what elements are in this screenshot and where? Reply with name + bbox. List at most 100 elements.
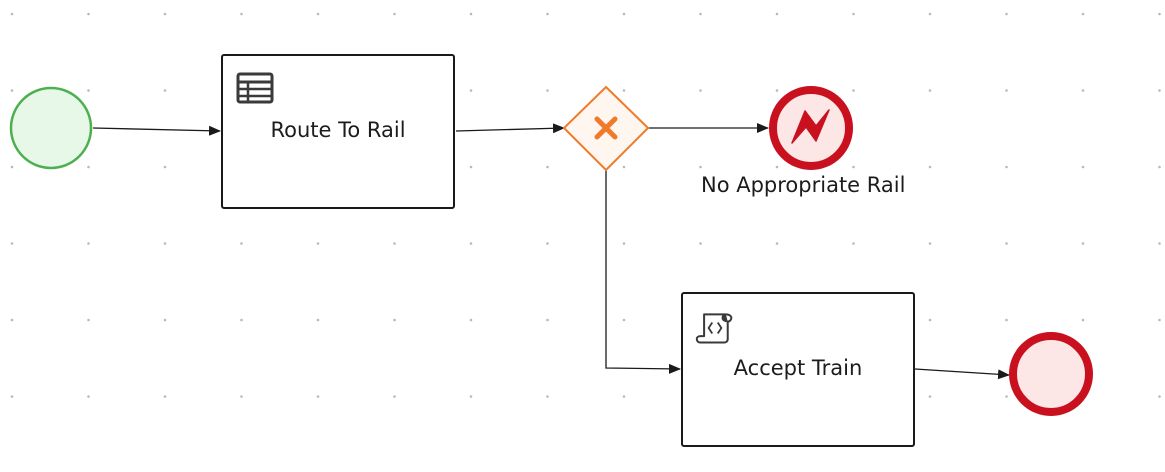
grid-dot xyxy=(87,395,90,398)
grid-dot xyxy=(928,395,932,398)
grid-dot xyxy=(622,165,626,169)
grid-dot xyxy=(622,318,626,322)
grid-dot xyxy=(469,165,473,169)
grid-dot xyxy=(1005,89,1008,92)
start-event[interactable] xyxy=(9,86,93,170)
grid-dot xyxy=(1158,318,1161,322)
grid-dot xyxy=(316,318,320,322)
grid-dot xyxy=(87,165,90,169)
grid-dot xyxy=(1158,12,1161,16)
grid-dot xyxy=(393,318,396,322)
grid-dot xyxy=(775,12,779,16)
grid-dot xyxy=(699,165,702,169)
grid-dot xyxy=(546,395,549,398)
grid-dot xyxy=(1081,12,1085,16)
grid-dot xyxy=(928,165,932,169)
error-end-event-label: No Appropriate Rail xyxy=(701,173,906,197)
grid-dot xyxy=(622,89,626,92)
grid-dot xyxy=(87,318,90,322)
grid-dot xyxy=(546,242,549,245)
grid-dot xyxy=(316,12,320,16)
task-route-to-rail[interactable]: Route To Rail xyxy=(221,54,455,209)
grid-dot xyxy=(316,242,320,245)
grid-dot xyxy=(87,242,90,245)
grid-dot xyxy=(87,12,90,16)
grid-dot xyxy=(10,12,14,16)
flow-route-to-gateway[interactable] xyxy=(455,123,565,134)
grid-dot xyxy=(469,395,473,398)
grid-dot xyxy=(928,242,932,245)
grid-dot xyxy=(240,395,243,398)
grid-dot xyxy=(928,12,932,16)
grid-dot xyxy=(775,89,779,92)
grid-dot xyxy=(699,242,702,245)
grid-dot xyxy=(1158,395,1161,398)
grid-dot xyxy=(1158,242,1161,245)
grid-dot xyxy=(87,89,90,92)
grid-dot xyxy=(1081,318,1085,322)
grid-dot xyxy=(1158,165,1161,169)
flow-gateway-to-accept[interactable] xyxy=(605,170,681,374)
grid-dot xyxy=(163,395,167,398)
exclusive-gateway[interactable] xyxy=(562,85,650,172)
grid-dot xyxy=(852,242,855,245)
grid-dot xyxy=(1005,242,1008,245)
grid-dot xyxy=(393,395,396,398)
grid-dot xyxy=(469,12,473,16)
grid-dot xyxy=(1005,395,1008,398)
grid-dot xyxy=(852,12,855,16)
script-icon xyxy=(695,313,733,344)
grid-dot xyxy=(546,12,549,16)
grid-dot xyxy=(852,89,855,92)
grid-dot xyxy=(10,242,14,245)
grid-dot xyxy=(546,165,549,169)
task-route-label: Route To Rail xyxy=(270,118,406,142)
grid-dot xyxy=(163,318,167,322)
grid-dot xyxy=(1081,242,1085,245)
grid-dot xyxy=(1081,165,1085,169)
grid-dot xyxy=(393,12,396,16)
exclusive-gateway-x-icon xyxy=(594,116,618,140)
grid-dot xyxy=(852,165,855,169)
grid-dot xyxy=(699,89,702,92)
grid-dot xyxy=(928,318,932,322)
grid-dot xyxy=(775,165,779,169)
grid-dot xyxy=(10,318,14,322)
grid-dot xyxy=(163,165,167,169)
grid-dot xyxy=(469,89,473,92)
grid-dot xyxy=(469,242,473,245)
dot-grid xyxy=(10,12,1161,398)
end-event[interactable] xyxy=(1009,332,1093,416)
grid-dot xyxy=(10,89,14,92)
grid-dot xyxy=(622,242,626,245)
grid-dot xyxy=(10,395,14,398)
grid-dot xyxy=(469,318,473,322)
grid-dot xyxy=(240,12,243,16)
grid-dot xyxy=(1005,12,1008,16)
grid-dot xyxy=(10,165,14,169)
grid-dot xyxy=(163,242,167,245)
decision-table-icon xyxy=(236,72,274,104)
grid-dot xyxy=(163,12,167,16)
flow-accept-to-end[interactable] xyxy=(914,368,1010,380)
grid-dot xyxy=(775,242,779,245)
task-accept-label: Accept Train xyxy=(733,356,863,380)
grid-dot xyxy=(546,89,549,92)
flow-start-to-route[interactable] xyxy=(92,125,221,136)
grid-dot xyxy=(622,395,626,398)
grid-dot xyxy=(1158,89,1161,92)
error-lightning-icon xyxy=(791,109,830,144)
grid-dot xyxy=(928,89,932,92)
grid-dot xyxy=(240,318,243,322)
grid-dot xyxy=(1005,318,1008,322)
grid-dot xyxy=(1005,165,1008,169)
grid-dot xyxy=(316,395,320,398)
grid-dot xyxy=(163,89,167,92)
task-accept-train[interactable]: Accept Train xyxy=(681,292,915,447)
grid-dot xyxy=(1081,89,1085,92)
grid-dot xyxy=(699,12,702,16)
grid-dot xyxy=(393,242,396,245)
grid-dot xyxy=(546,318,549,322)
error-end-event[interactable] xyxy=(769,86,853,170)
